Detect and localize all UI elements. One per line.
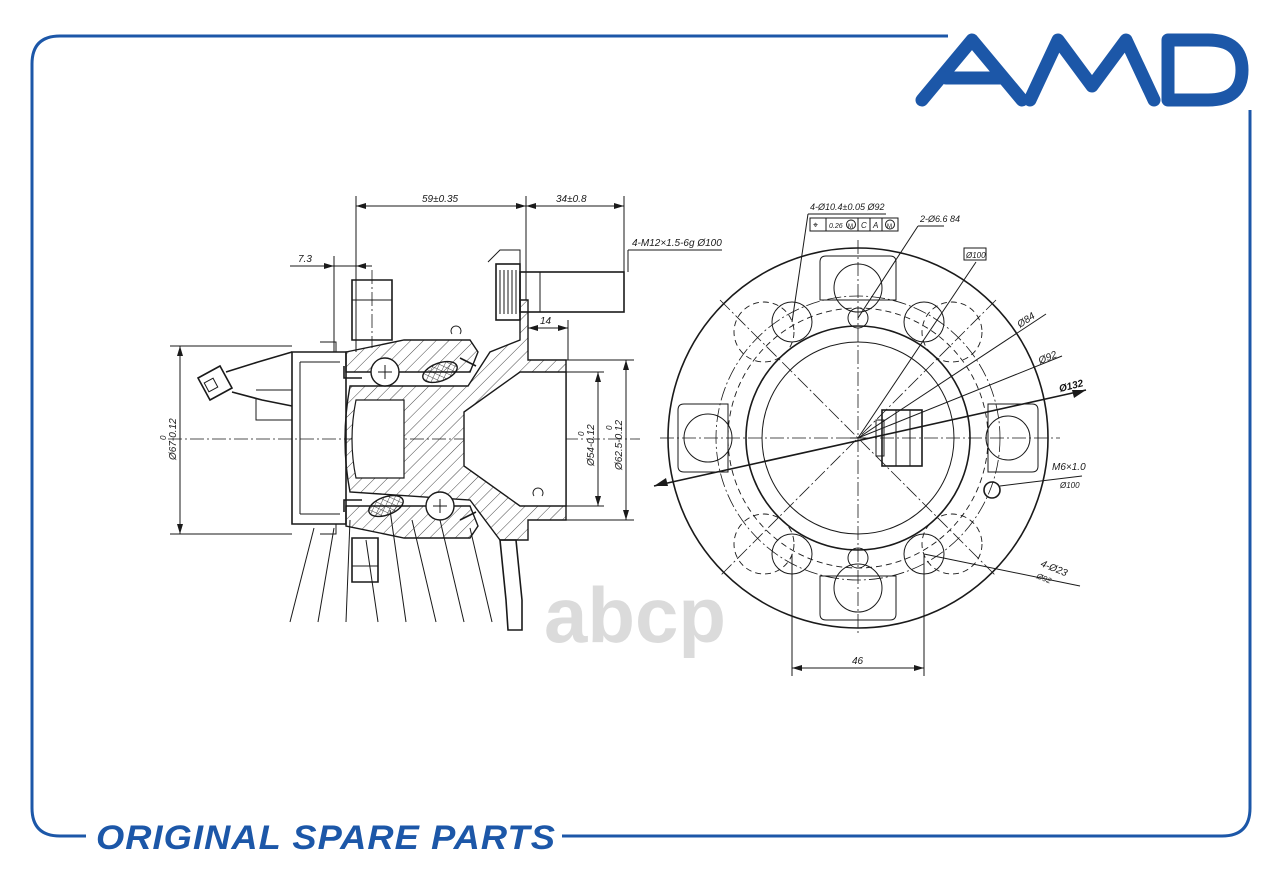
dim-bore-mid-sup: 0: [577, 431, 586, 436]
amd-logo: [915, 33, 1249, 107]
tol-mod-1: M: [848, 224, 853, 230]
part-leaders: [289, 509, 493, 623]
dim-bore-left-sup: 0: [159, 435, 168, 440]
bearing-balls: [368, 357, 458, 521]
dim-holes: 4-Ø10.4±0.05 Ø92: [810, 202, 885, 212]
abs-sensor-connector: [196, 351, 293, 421]
dim-bore-mid: Ø54-0.12: [586, 424, 597, 467]
tolerance-frame: ⌖ 0.26 M C A M: [809, 217, 899, 232]
dim-small-holes: 2-Ø6.6 84: [919, 214, 960, 224]
dim-pcd-84: Ø84: [1015, 311, 1038, 331]
dim-pcd-92: Ø92: [1036, 349, 1059, 367]
dim-thread-pcd: Ø100: [1059, 481, 1080, 490]
dim-bore-left: Ø67-0.12: [168, 418, 179, 461]
dim-hub-step: 14: [540, 316, 552, 327]
dim-left-offset: 7.3: [298, 254, 312, 265]
dim-flange-offset: 59±0.35: [422, 194, 459, 205]
tol-datum-a: A: [872, 221, 878, 230]
dim-thread: M6×1.0: [1052, 462, 1086, 473]
tol-symbol: ⌖: [813, 220, 818, 230]
dim-spacing: 46: [852, 656, 864, 667]
tagline: ORIGINAL SPARE PARTS: [96, 819, 556, 857]
front-flange-view: Ø132 Ø84 Ø92 Ø100 4-Ø10.4±0.05 Ø92 ⌖ 0.2…: [653, 202, 1087, 676]
dim-stud-spec: 4-M12×1.5-6g Ø100: [632, 238, 722, 249]
dim-bore-right-sup: 0: [605, 425, 614, 430]
dim-boxed: Ø100: [965, 251, 986, 260]
wheel-stud: [487, 249, 625, 321]
dim-bore-right: Ø62.5-0.12: [614, 420, 625, 471]
tol-value: 0.26: [829, 223, 843, 230]
tol-datum-c: C: [861, 221, 867, 230]
tol-mod-2: M: [887, 224, 892, 230]
watermark: abcp: [544, 571, 726, 659]
dim-stud-length: 34±0.8: [556, 194, 587, 205]
sheet-frame: [30, 34, 1252, 838]
side-section-view: 59±0.35 34±0.8 7.3 4-M12×1.5-6g Ø100 14 …: [159, 194, 722, 631]
